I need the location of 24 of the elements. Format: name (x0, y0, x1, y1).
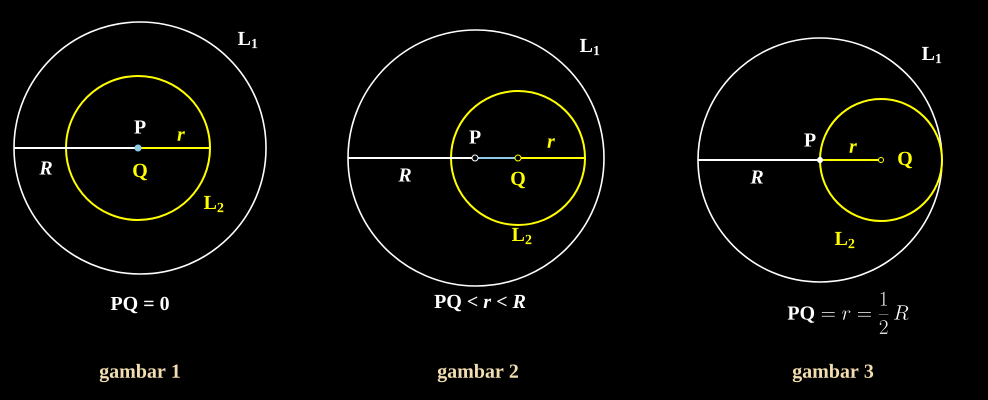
figure-caption: gambar 2 (438, 364, 518, 382)
point-label: P (469, 130, 481, 144)
radius-label: R (39, 161, 52, 175)
point-label: Q (898, 152, 912, 168)
radius-label: r (177, 131, 185, 141)
circle-label: L$_{2}$ (834, 232, 854, 248)
point-label: P (134, 120, 146, 134)
formula: PQ < r < R (434, 294, 526, 312)
radius-label: R (750, 170, 763, 184)
point-label: Q (511, 172, 525, 188)
formula: $\mathbf{PQ} = r = \frac{1}{2}\,R$ (788, 292, 908, 334)
figure-caption: gambar 3 (792, 364, 874, 382)
circle-label: L$_{2}$ (512, 228, 532, 244)
circle-label: L$_{1}$ (922, 46, 942, 64)
circle-label: L$_{2}$ (204, 196, 224, 212)
point-label: Q (133, 164, 147, 180)
radius-label: R (398, 168, 411, 182)
point-label: P (804, 133, 816, 147)
circle-label: L$_{1}$ (580, 38, 600, 56)
radius-label: r (547, 138, 555, 148)
radius-label: r (849, 143, 857, 153)
circle-label: L$_{1}$ (238, 32, 258, 48)
figure-caption: gambar 1 (100, 364, 180, 382)
formula: PQ = 0 (110, 296, 169, 314)
